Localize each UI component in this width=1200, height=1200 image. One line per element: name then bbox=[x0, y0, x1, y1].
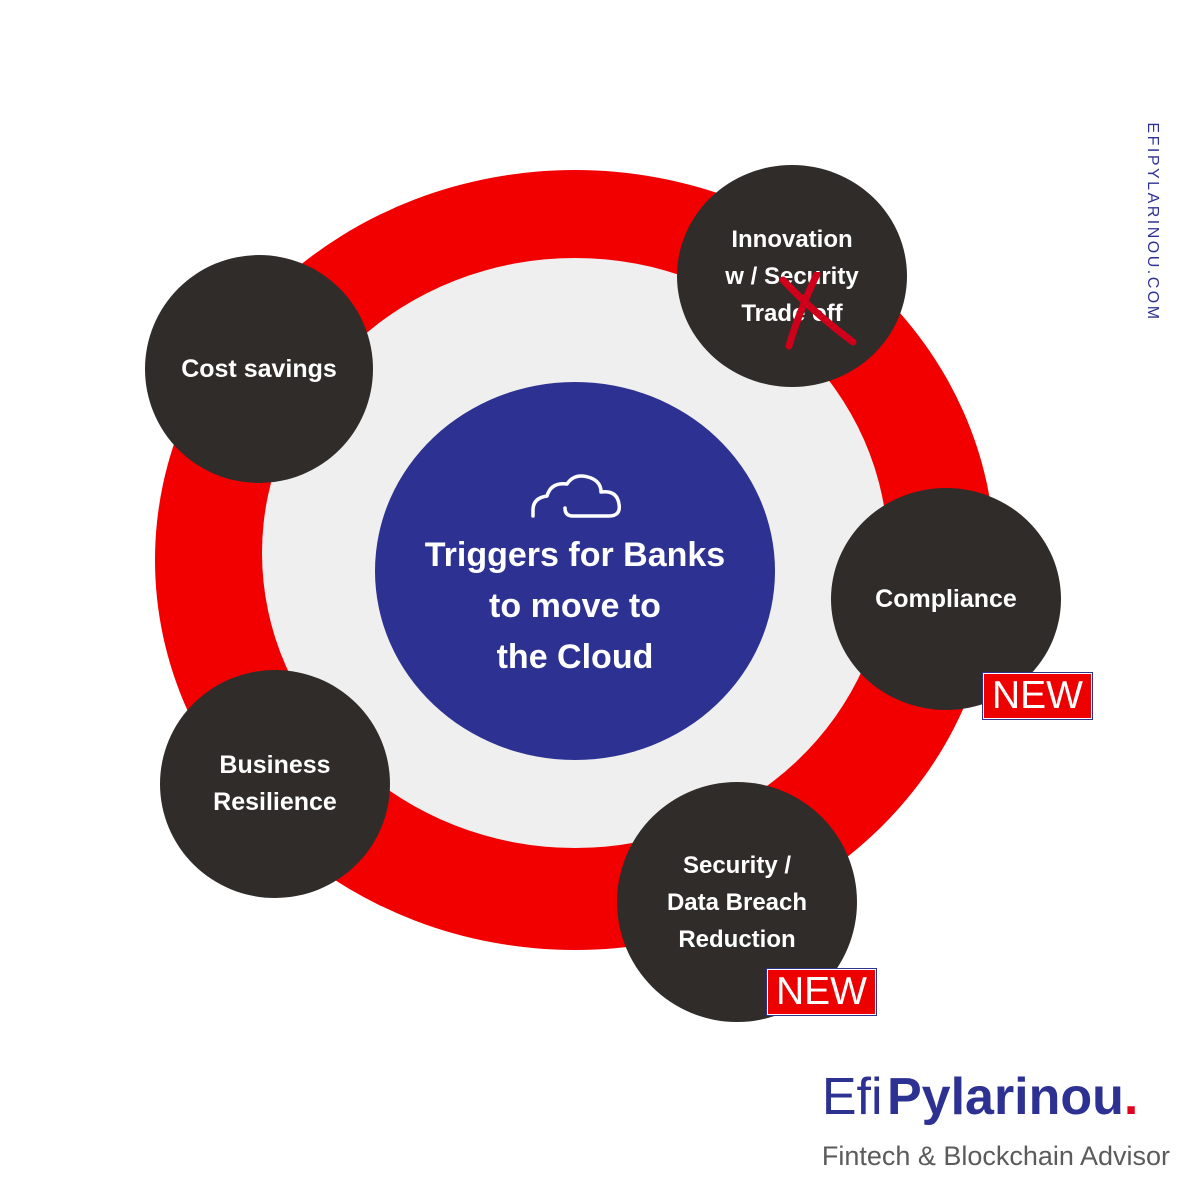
cross-out-icon bbox=[779, 272, 857, 350]
brand-logo: Efi Pylarinou. Fintech & Blockchain Advi… bbox=[822, 1068, 1170, 1172]
node-compliance: Compliance bbox=[831, 488, 1061, 710]
node-cost-savings: Cost savings bbox=[145, 255, 373, 483]
new-badge: NEW bbox=[982, 672, 1093, 720]
brand-subtitle: Fintech & Blockchain Advisor bbox=[821, 1141, 1170, 1171]
node-label: Business Resilience bbox=[213, 751, 337, 816]
node-innovation: Innovation w / Security Trade off bbox=[677, 165, 907, 387]
brand-last-name: Pylarinou bbox=[886, 1068, 1124, 1126]
center-circle: Triggers for Banks to move to the Cloud bbox=[375, 382, 775, 760]
new-badge: NEW bbox=[766, 968, 877, 1016]
side-url: EFIPYLARINOU.COM bbox=[1144, 122, 1161, 322]
cloud-icon bbox=[531, 473, 622, 518]
node-business-resilience: Business Resilience bbox=[160, 670, 390, 898]
node-security: Security / Data Breach Reduction bbox=[617, 782, 857, 1022]
brand-dot: . bbox=[1123, 1068, 1139, 1126]
node-label: Cost savings bbox=[181, 354, 337, 383]
center-title: Triggers for Banks to move to the Cloud bbox=[424, 535, 726, 676]
node-label: Compliance bbox=[875, 584, 1017, 613]
node-label: Security / Data Breach Reduction bbox=[666, 851, 808, 953]
brand-first-name: Efi bbox=[821, 1068, 883, 1126]
